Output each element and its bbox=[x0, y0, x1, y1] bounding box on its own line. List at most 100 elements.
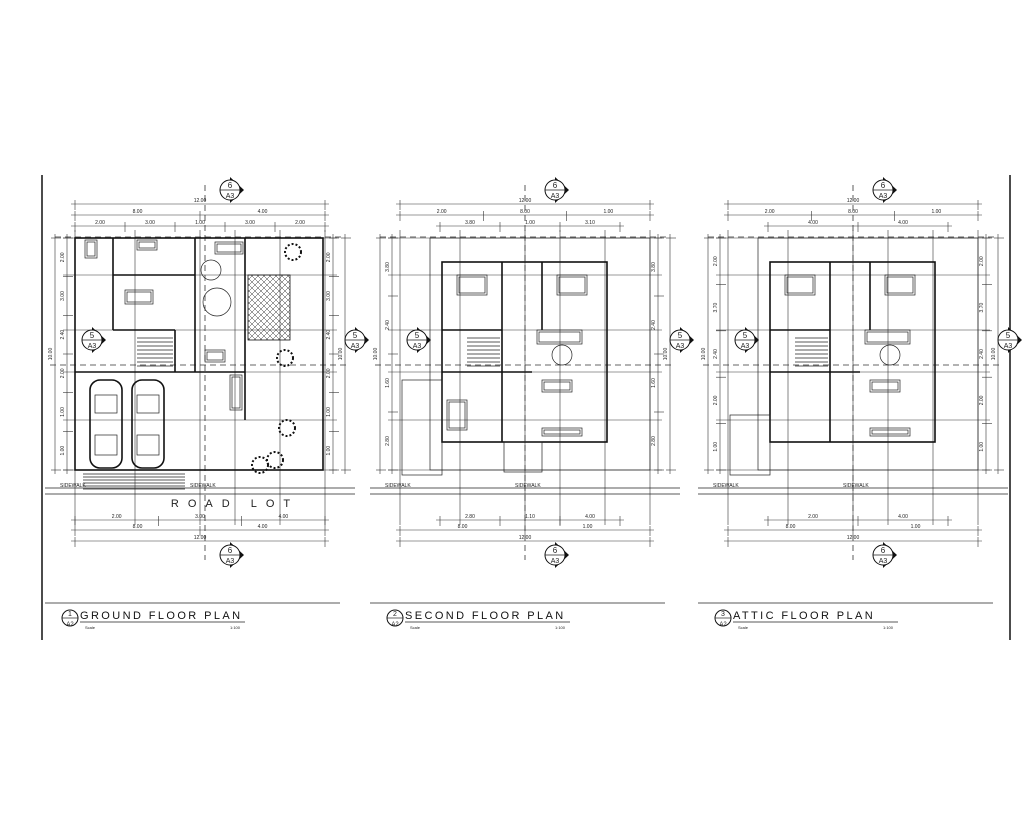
section-number: 5 bbox=[415, 331, 420, 340]
sofa-detail bbox=[538, 331, 581, 343]
left-dim-rooms-label: 2.40 bbox=[385, 320, 391, 330]
plant-icon bbox=[251, 456, 269, 474]
left-dim-total-label: 10.00 bbox=[701, 348, 707, 361]
left-dim-rooms-label: 3.70 bbox=[713, 303, 719, 313]
right-dim-rooms-label: 2.40 bbox=[651, 320, 657, 330]
left-dim-rooms-label: 1.00 bbox=[60, 407, 66, 417]
tv-console-detail bbox=[543, 429, 581, 435]
section-number: 5 bbox=[90, 331, 95, 340]
plant-icon bbox=[278, 419, 296, 437]
title-tag-sheet: A2 bbox=[391, 622, 399, 628]
drawing-title: SECOND FLOOR PLAN bbox=[405, 610, 566, 622]
right-dim-rooms-label: 1.00 bbox=[979, 442, 985, 452]
car-windshield bbox=[136, 394, 160, 414]
sidewalk-label: SIDEWALK bbox=[60, 483, 86, 489]
section-number: 5 bbox=[743, 331, 748, 340]
top-dim-row3-label: 3.80 bbox=[465, 220, 475, 226]
top-dim-row2-label: 8.00 bbox=[133, 209, 143, 215]
sofa bbox=[869, 379, 901, 393]
right-dim-rooms-label: 2.40 bbox=[979, 349, 985, 359]
coffee-table bbox=[551, 344, 573, 366]
right-dim-rooms-label: 3.70 bbox=[979, 303, 985, 313]
left-dim-rooms-label: 2.00 bbox=[60, 252, 66, 262]
scale-label: Scale bbox=[85, 625, 96, 630]
section-marker-6-bottom: 6A3 bbox=[872, 542, 897, 568]
section-marker-5-right: 5A3 bbox=[344, 327, 369, 353]
roof-outline bbox=[757, 237, 979, 471]
section-sheet: A3 bbox=[676, 343, 685, 350]
coffee-table bbox=[879, 344, 901, 366]
tv-console bbox=[869, 427, 911, 437]
car-icon bbox=[131, 379, 165, 469]
section-marker-5-left: 5A3 bbox=[734, 327, 759, 353]
bottom-dim-total-label: 12.00 bbox=[194, 535, 207, 541]
top-dim-row2-label: 1.00 bbox=[931, 209, 941, 215]
top-dim-row2-label: 2.00 bbox=[765, 209, 775, 215]
right-dim-rooms-label: 1.00 bbox=[326, 446, 332, 456]
bottom-dim-row3-label: 2.00 bbox=[808, 514, 818, 520]
top-dim-row3-label: 4.00 bbox=[808, 220, 818, 226]
tv-console bbox=[541, 427, 583, 437]
section-number: 6 bbox=[228, 181, 233, 190]
scale-value: 1:100 bbox=[883, 625, 894, 630]
left-dim-rooms-label: 2.00 bbox=[60, 368, 66, 378]
left-dim-rooms-label: 1.60 bbox=[385, 378, 391, 388]
sofa bbox=[536, 329, 583, 345]
cabinet-detail bbox=[216, 243, 242, 253]
section-number: 6 bbox=[553, 546, 558, 555]
section-marker-5-left: 5A3 bbox=[406, 327, 431, 353]
bed bbox=[456, 274, 488, 296]
top-dim-row2-label: 1.00 bbox=[603, 209, 613, 215]
car-rear-window bbox=[136, 434, 160, 456]
section-number: 5 bbox=[353, 331, 358, 340]
top-dim-row3-label: 2.00 bbox=[95, 220, 105, 226]
top-dim-row3-label: 1.00 bbox=[525, 220, 535, 226]
plant-icon bbox=[266, 451, 284, 469]
bottom-dim-row2-label: 8.00 bbox=[133, 524, 143, 530]
title-tag-number: 3 bbox=[721, 611, 725, 618]
sink bbox=[136, 239, 158, 251]
round-table bbox=[202, 287, 232, 317]
scale-label: Scale bbox=[410, 625, 421, 630]
top-dim-row3-label: 3.10 bbox=[585, 220, 595, 226]
scale-value: 1:100 bbox=[555, 625, 566, 630]
section-number: 6 bbox=[553, 181, 558, 190]
roof-outline bbox=[429, 237, 651, 471]
bed-detail bbox=[886, 276, 914, 294]
left-dim-rooms-label: 3.00 bbox=[60, 291, 66, 301]
bottom-dim-row3-label: 4.00 bbox=[898, 514, 908, 520]
right-dim-rooms-label: 2.00 bbox=[979, 256, 985, 266]
kitchen-island bbox=[124, 289, 154, 305]
top-dim-row3-label: 4.00 bbox=[898, 220, 908, 226]
top-dim-row3-label: 1.00 bbox=[195, 220, 205, 226]
bed bbox=[556, 274, 588, 296]
section-sheet: A3 bbox=[88, 343, 97, 350]
section-marker-6-bottom: 6A3 bbox=[544, 542, 569, 568]
exterior-wall bbox=[74, 237, 324, 471]
bottom-dim-row3-label: 4.00 bbox=[585, 514, 595, 520]
road-lot-label: ROAD LOT bbox=[171, 498, 299, 510]
section-sheet: A3 bbox=[351, 343, 360, 350]
sofa bbox=[864, 329, 911, 345]
bottom-dim-row2-label: 1.00 bbox=[583, 524, 593, 530]
left-dim-rooms-label: 2.40 bbox=[713, 349, 719, 359]
bottom-dim-row3-label: 1.10 bbox=[525, 514, 535, 520]
top-dim-row2-label: 8.00 bbox=[520, 209, 530, 215]
section-sheet: A3 bbox=[1004, 343, 1013, 350]
sofa bbox=[541, 379, 573, 393]
sidewalk-label: SIDEWALK bbox=[190, 483, 216, 489]
section-number: 5 bbox=[1006, 331, 1011, 340]
bottom-dim-row2-label: 8.00 bbox=[786, 524, 796, 530]
carport-roof bbox=[401, 379, 443, 476]
dining-table bbox=[200, 259, 222, 281]
fridge-detail bbox=[86, 241, 96, 257]
car-icon bbox=[89, 379, 123, 469]
title-tag-sheet: A2 bbox=[66, 622, 74, 628]
top-dim-row2-label: 2.00 bbox=[437, 209, 447, 215]
section-sheet: A3 bbox=[413, 343, 422, 350]
